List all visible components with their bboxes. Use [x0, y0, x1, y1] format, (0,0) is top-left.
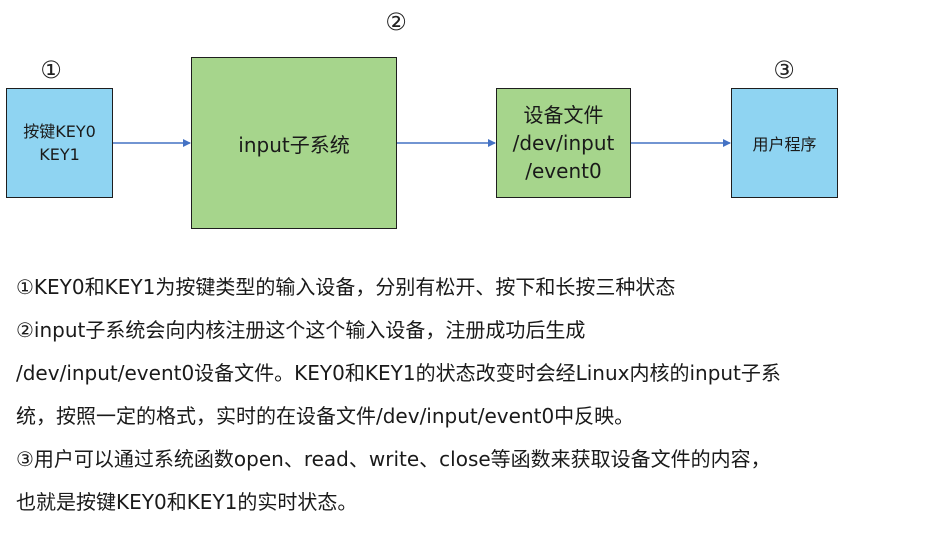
marker-one: ①: [40, 56, 62, 84]
input-subsystem-box-label: input子系统: [238, 132, 350, 157]
description-text: ①KEY0和KEY1为按键类型的输入设备，分别有松开、按下和长按三种状态 ②in…: [16, 266, 916, 524]
keys-box: 按键KEY0 KEY1: [6, 88, 113, 198]
user-program-box-label: 用户程序: [752, 135, 817, 154]
device-file-box-label: 设备文件 /dev/input /event0: [512, 103, 615, 183]
marker-three: ③: [773, 56, 795, 84]
description-line: /dev/input/event0设备文件。KEY0和KEY1的状态改变时会经L…: [16, 361, 781, 385]
flow-arrows: [113, 139, 731, 147]
description-line: ①KEY0和KEY1为按键类型的输入设备，分别有松开、按下和长按三种状态: [16, 275, 676, 299]
keys-box-label: 按键KEY0 KEY1: [23, 122, 96, 164]
description-line: ②input子系统会向内核注册这个这个输入设备，注册成功后生成: [16, 318, 586, 342]
device-file-box: 设备文件 /dev/input /event0: [496, 88, 631, 198]
description-line: ③用户可以通过系统函数open、read、write、close等函数来获取设备…: [16, 447, 771, 471]
user-program-box: 用户程序: [731, 88, 838, 198]
description-line: 也就是按键KEY0和KEY1的实时状态。: [16, 490, 358, 514]
description-line: 统，按照一定的格式，实时的在设备文件/dev/input/event0中反映。: [16, 404, 635, 428]
input-subsystem-box: input子系统: [191, 57, 397, 229]
marker-two: ②: [385, 8, 407, 36]
